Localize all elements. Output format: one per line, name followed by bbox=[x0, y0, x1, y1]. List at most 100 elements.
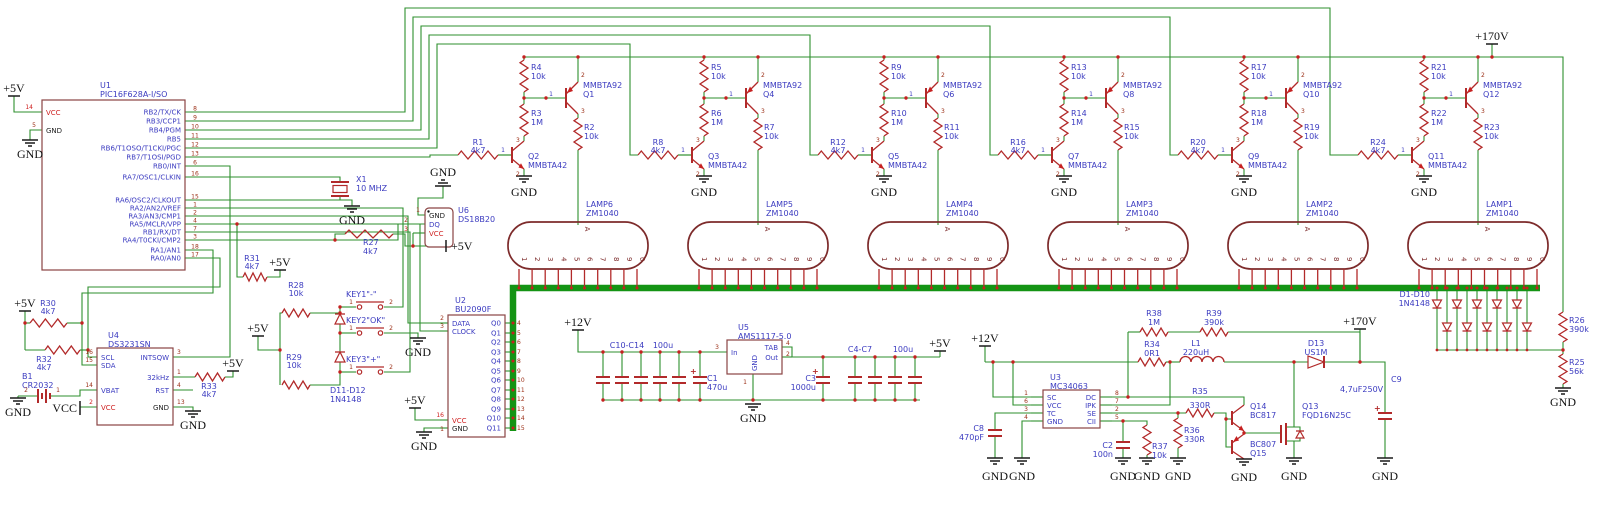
u2-outs-1-name: Q1 bbox=[491, 330, 501, 338]
u3-left-2-name: TC bbox=[1046, 410, 1056, 418]
u1-pins-7-name: RA7/OSC1/CLKIN bbox=[122, 174, 181, 182]
u2-outs-11-num: 15 bbox=[517, 425, 525, 432]
tube-digits-5: 6 bbox=[1486, 257, 1494, 262]
tube-digits-9: 0 bbox=[818, 257, 826, 261]
u2-left-0-name: DATA bbox=[452, 320, 470, 328]
u2-outs-3-num: 7 bbox=[517, 349, 521, 356]
tpins-n1: 1 bbox=[549, 91, 553, 98]
sections-4-lamp-ref: LAMP2 bbox=[1306, 200, 1333, 209]
u5-pin_in-num: 3 bbox=[715, 344, 719, 351]
u1-pins-9-num: 1 bbox=[193, 202, 197, 209]
u3-part: MC34063 bbox=[1050, 382, 1088, 391]
u2-part: BU2090F bbox=[455, 305, 492, 314]
parts-x1-ref: X1 bbox=[356, 175, 367, 184]
u1-pins-5-name: RB7/T1OSI/PGD bbox=[126, 154, 181, 162]
sections-5-top_r-ref: R21 bbox=[1431, 63, 1447, 72]
tube-digits-5: 6 bbox=[1306, 257, 1314, 262]
u4-right-3-num: 13 bbox=[177, 399, 185, 406]
power-gnd: GND bbox=[1550, 395, 1576, 409]
u1-pins-8-num: 15 bbox=[191, 194, 199, 201]
u2-ref: U2 bbox=[455, 296, 466, 305]
parts-r36-val: 330R bbox=[1184, 435, 1205, 444]
parts-r38-val: 1M bbox=[1148, 318, 1160, 327]
power-gnd: GND bbox=[871, 185, 897, 199]
u1-vcc-num: 14 bbox=[25, 104, 33, 111]
sections-2-lamp-ref: LAMP4 bbox=[946, 200, 973, 209]
tube-digits-9: 0 bbox=[998, 257, 1006, 261]
sections-0-lamp-part: ZM1040 bbox=[586, 209, 619, 218]
tpins-n3: 3 bbox=[1301, 108, 1305, 115]
power-gnd: GND bbox=[180, 418, 206, 432]
power-p5: +5V bbox=[3, 81, 25, 95]
sections-2-out_r-val: 10k bbox=[944, 132, 959, 141]
sections-5-pnp-ref: Q12 bbox=[1483, 90, 1499, 99]
sections-1-out_r-val: 10k bbox=[764, 132, 779, 141]
parts-c9-ref: C9 bbox=[1391, 375, 1402, 384]
power-gnd: GND bbox=[1165, 469, 1191, 483]
parts-r29-ref: R29 bbox=[286, 353, 302, 362]
sections-5-lamp-part: ZM1040 bbox=[1486, 209, 1519, 218]
junction-dots bbox=[23, 55, 1565, 435]
parts-c1-ref: C1 bbox=[707, 374, 718, 383]
power-gnd: GND bbox=[1009, 469, 1035, 483]
sections-5-npn-ref: Q11 bbox=[1428, 152, 1444, 161]
u1-pins-11-num: 4 bbox=[193, 218, 197, 225]
power-gnd: GND bbox=[339, 213, 365, 227]
u4-right-1-name: 32kHz bbox=[147, 374, 169, 382]
tube-digits-5: 6 bbox=[766, 257, 774, 262]
tube-digits-1: 2 bbox=[533, 257, 541, 261]
cathode-bus bbox=[509, 284, 1540, 431]
tube-digits-4: 5 bbox=[1112, 257, 1120, 261]
sections-2-mid_r-val: 1M bbox=[891, 118, 903, 127]
u4-left-0-num: 16 bbox=[85, 349, 93, 356]
tube-digits-0: 1 bbox=[1420, 257, 1428, 261]
tpins-n2: 2 bbox=[1416, 171, 1420, 178]
u3-left-0-num: 1 bbox=[1024, 390, 1028, 397]
parts-r32-val: 4k7 bbox=[37, 363, 52, 372]
parts-b1-ref: B1 bbox=[22, 372, 33, 381]
sections-0-pnp-ref: Q1 bbox=[583, 90, 594, 99]
tube-digits-7: 8 bbox=[972, 257, 980, 261]
parts-c3-val: 1000u bbox=[791, 383, 816, 392]
u3-right-1-name: IPK bbox=[1085, 402, 1096, 410]
tube-digits-2: 3 bbox=[1266, 257, 1274, 261]
tube-digits-8: 9 bbox=[985, 257, 993, 261]
tpins-n2: 2 bbox=[389, 364, 393, 371]
sections-2-in_r-val: 4k7 bbox=[831, 146, 846, 155]
u2-outs-4-num: 8 bbox=[517, 358, 521, 365]
parts-r34-ref: R34 bbox=[1144, 340, 1160, 349]
u1-pins-9-name: RA2/AN2/VREF bbox=[130, 205, 181, 213]
power-gnd: GND bbox=[430, 165, 456, 179]
u1-pins-6-num: 6 bbox=[193, 160, 197, 167]
power-p5: +5V bbox=[451, 239, 473, 253]
parts-r34-val: 0R1 bbox=[1144, 349, 1160, 358]
u6-pins-2-name: VCC bbox=[429, 230, 444, 238]
tube-anode: A bbox=[583, 227, 591, 232]
u2-left-1-num: 3 bbox=[440, 323, 444, 330]
tube-digits-0: 1 bbox=[520, 257, 528, 261]
tpins-n3: 3 bbox=[1416, 137, 1420, 144]
tube-digits-5: 6 bbox=[1126, 257, 1134, 262]
tube-digits-8: 9 bbox=[1525, 257, 1533, 261]
u4-left-2-name: VBAT bbox=[101, 387, 120, 395]
tube-digits-2: 3 bbox=[546, 257, 554, 261]
sections-1-mid_r-val: 1M bbox=[711, 118, 723, 127]
misc-plus: + bbox=[690, 367, 697, 376]
u1-pins-10-name: RA3/AN3/CMP1 bbox=[128, 213, 181, 221]
tpins-n2: 2 bbox=[696, 171, 700, 178]
tpins-n2: 2 bbox=[389, 325, 393, 332]
tube-digits-9: 0 bbox=[1178, 257, 1186, 261]
tube-digits-3: 4 bbox=[919, 257, 927, 262]
parts-d13-val: US1M bbox=[1305, 348, 1328, 357]
u2-outs-0-name: Q0 bbox=[491, 320, 501, 328]
sections-1-pnp-ref: Q4 bbox=[763, 90, 774, 99]
tube-digits-1: 2 bbox=[713, 257, 721, 261]
u3-left-1-num: 6 bbox=[1024, 398, 1028, 405]
tube-digits-8: 9 bbox=[1345, 257, 1353, 261]
sections-3-in_r-ref: R16 bbox=[1010, 138, 1026, 147]
tube-digits-1: 2 bbox=[893, 257, 901, 261]
parts-r31-ref: R31 bbox=[244, 254, 260, 263]
u2-left-0-num: 2 bbox=[440, 315, 444, 322]
u1-pins-15-num: 17 bbox=[191, 252, 199, 259]
tpins-n1: 1 bbox=[349, 299, 353, 306]
